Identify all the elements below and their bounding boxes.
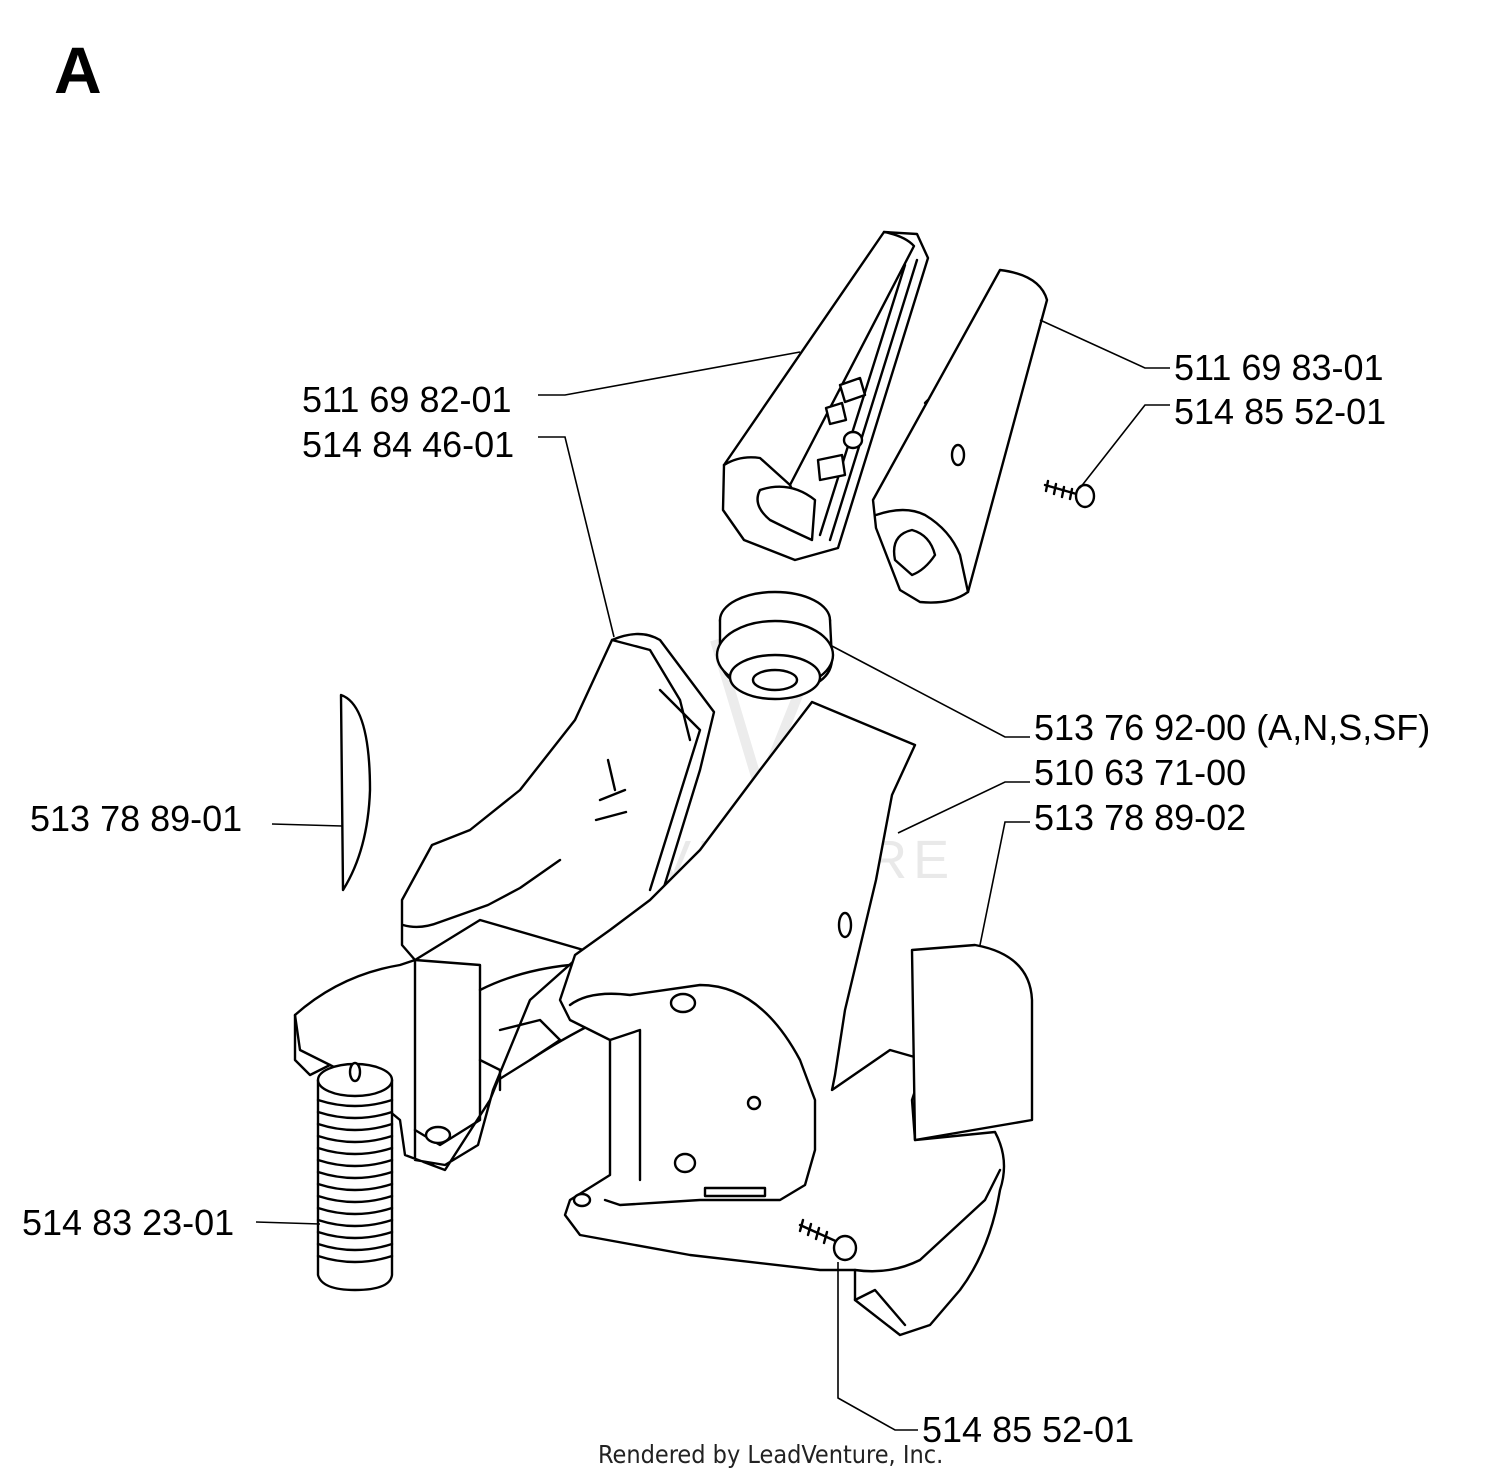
callout-513-78-89-01: 513 78 89-01 xyxy=(30,798,242,839)
upper-handle-right-half xyxy=(871,268,1049,604)
spool-stack xyxy=(316,1061,394,1292)
callout-511-69-83-01: 511 69 83-01 xyxy=(1174,347,1384,388)
screw-bottom xyxy=(798,1218,858,1262)
callout-labels: 511 69 82-01 514 84 46-01 511 69 83-01 5… xyxy=(22,347,1430,1450)
screw-top xyxy=(1043,479,1096,509)
grommet xyxy=(715,590,835,701)
callout-514-85-52-01-top: 514 85 52-01 xyxy=(1174,391,1386,432)
callout-514-84-46-01: 514 84 46-01 xyxy=(302,424,514,465)
spool-stack-rings xyxy=(316,1098,394,1264)
callout-510-63-71-00: 510 63 71-00 xyxy=(1034,752,1246,793)
callout-513-76-92-00: 513 76 92-00 (A,N,S,SF) xyxy=(1034,707,1430,748)
lower-handle xyxy=(400,632,716,962)
callout-511-69-82-01: 511 69 82-01 xyxy=(302,379,512,420)
upper-handle-left-half xyxy=(721,230,930,562)
decal-left xyxy=(339,693,372,892)
callout-513-78-89-02: 513 78 89-02 xyxy=(1034,797,1246,838)
callout-514-83-23-01: 514 83 23-01 xyxy=(22,1202,234,1243)
leader-lines xyxy=(255,319,1170,1431)
decal-right xyxy=(910,943,1034,1142)
section-letter: A xyxy=(54,33,102,107)
render-credit: Rendered by LeadVenture, Inc. xyxy=(598,1440,943,1469)
callout-514-85-52-01-bottom: 514 85 52-01 xyxy=(922,1409,1134,1450)
